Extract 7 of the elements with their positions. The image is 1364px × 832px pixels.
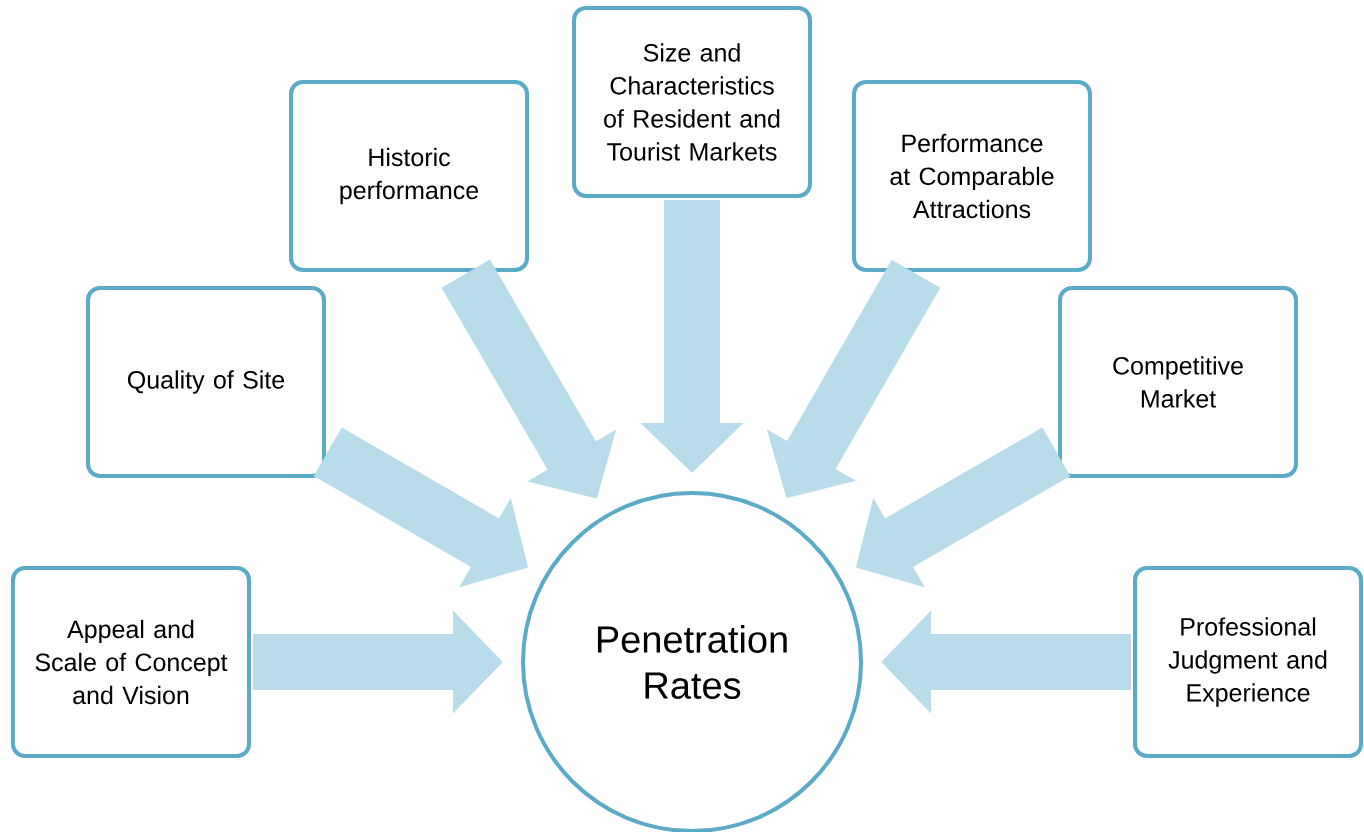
factor-box: Quality of Site (86, 286, 326, 478)
factor-box: Competitive Market (1058, 286, 1298, 478)
factor-box: Historic performance (289, 80, 529, 272)
factor-box: Performance at Comparable Attractions (852, 80, 1092, 272)
factor-box: Size and Characteristics of Resident and Tourist Markets (572, 6, 812, 198)
factor-box: Appeal and Scale of Concept and Vision (11, 566, 251, 758)
factor-box: Professional Judgment and Experience (1133, 566, 1363, 758)
